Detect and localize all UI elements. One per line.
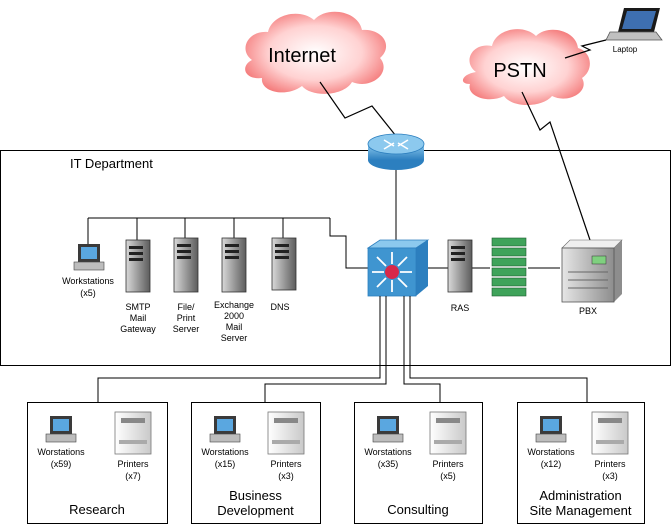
modem-stack-icon <box>491 237 527 297</box>
server-icon-exchange <box>221 237 247 293</box>
department-name: Administration <box>539 488 621 503</box>
printers-count: (x3) <box>602 471 618 481</box>
printers-count: (x5) <box>440 471 456 481</box>
server-group <box>125 237 297 293</box>
server-icon-dns <box>271 237 297 291</box>
printers-label: Printers <box>594 459 626 469</box>
ras-server-icon: RAS <box>447 239 473 313</box>
department-box: Worstations (x59) Printers (x7) Research <box>27 402 168 524</box>
department-name: Consulting <box>387 502 448 517</box>
server-label-line: DNS <box>270 302 289 312</box>
workstations-count: (x15) <box>215 459 236 469</box>
departments-layer: Worstations(x59)Printers(x7)ResearchWors… <box>27 402 645 524</box>
server-label-line: Exchange <box>214 300 254 310</box>
printers-count: (x3) <box>278 471 294 481</box>
it-workstations-label: Workstations <box>62 276 114 286</box>
server-label-line: Mail <box>130 313 147 323</box>
printer-icon <box>114 411 152 455</box>
workstations-label: Worstations <box>37 447 85 457</box>
workstation-icon <box>209 416 241 443</box>
server-label-line: Server <box>221 333 248 343</box>
department-name: Research <box>69 502 125 517</box>
it-workstations-count: (x5) <box>80 288 96 298</box>
printers-label: Printers <box>432 459 464 469</box>
printers-label: Printers <box>270 459 302 469</box>
pstn-label: PSTN <box>493 60 546 82</box>
server-label-line: File/ <box>177 302 195 312</box>
laptop-icon: Laptop <box>605 8 663 54</box>
department-name: Business <box>229 488 282 503</box>
internet-label: Internet <box>268 45 336 67</box>
server-icon-smtp <box>125 239 151 293</box>
workstations-label: Worstations <box>201 447 249 457</box>
printer-icon <box>267 411 305 455</box>
printers-count: (x7) <box>125 471 141 481</box>
server-label-line: Mail <box>226 322 243 332</box>
department-box: Worstations (x15) Printers (x3) BusinessDeve… <box>191 402 321 524</box>
server-icon-file-print <box>173 237 199 293</box>
server-label-line: 2000 <box>224 311 244 321</box>
workstations-count: (x59) <box>51 459 72 469</box>
server-label-line: Server <box>173 324 200 334</box>
printer-icon <box>591 411 629 455</box>
department-name: Site Management <box>530 503 632 518</box>
internet-cloud: Internet <box>245 11 387 94</box>
ras-label: RAS <box>451 303 470 313</box>
workstations-label: Worstations <box>364 447 412 457</box>
workstations-count: (x35) <box>378 459 399 469</box>
printers-label: Printers <box>117 459 149 469</box>
printer-icon <box>429 411 467 455</box>
pstn-cloud: PSTN <box>462 29 590 105</box>
department-trunks <box>97 296 588 402</box>
it-department-title: IT Department <box>70 156 153 171</box>
laptop-label: Laptop <box>613 45 638 54</box>
laptop-link <box>564 39 607 59</box>
server-label-line: Gateway <box>120 324 156 334</box>
server-labels: SMTPMailGatewayFile/PrintServerExchange2… <box>120 300 289 343</box>
pstn-link <box>521 91 591 241</box>
core-switch-icon <box>366 239 430 297</box>
workstations-label: Worstations <box>527 447 575 457</box>
pbx-icon: PBX <box>561 239 623 316</box>
lan-bus <box>87 217 560 269</box>
workstation-icon <box>535 416 567 443</box>
department-box: Worstations (x35) Printers (x5) Consulting <box>354 402 483 524</box>
department-box: Worstations (x12) Printers (x3) Administrati… <box>517 402 645 524</box>
router-icon <box>367 133 425 170</box>
internet-link <box>319 81 397 137</box>
it-workstation-icon: Workstations (x5) <box>62 244 114 298</box>
workstation-icon <box>372 416 404 443</box>
department-name: Development <box>217 503 294 518</box>
workstations-count: (x12) <box>541 459 562 469</box>
server-label-line: Print <box>177 313 196 323</box>
pbx-label: PBX <box>579 306 597 316</box>
server-label-line: SMTP <box>125 302 150 312</box>
workstation-icon <box>45 416 77 443</box>
